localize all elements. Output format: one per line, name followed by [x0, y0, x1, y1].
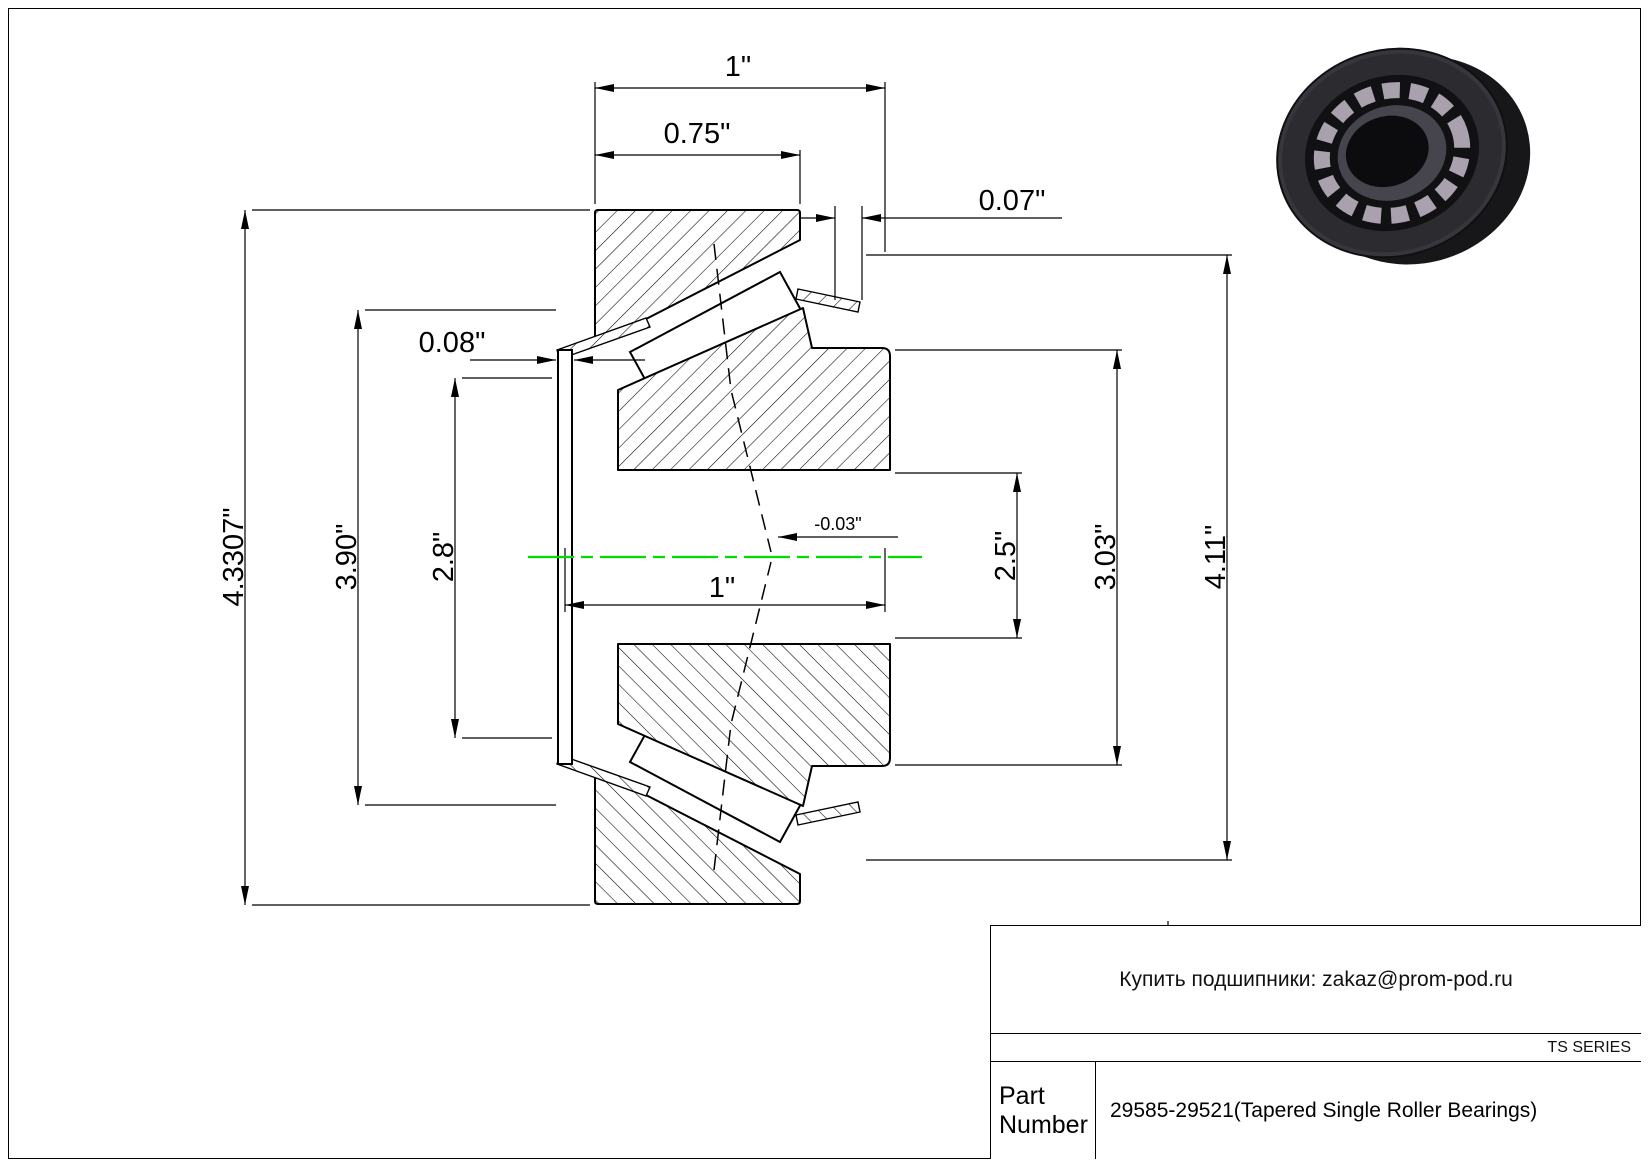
sheet-border: [8, 8, 1641, 1159]
dim-flange-diameter: 4.3307": [218, 508, 250, 607]
dim-390-diameter: 3.90": [331, 524, 363, 591]
dim-overall-width: 1": [725, 51, 751, 83]
dim-cup-diameter: 4.11": [1200, 525, 1232, 590]
dimension-labels: 1" 0.75" 0.07" 0.08" 4.3307" 3.90" 2.8" …: [218, 51, 1232, 607]
cage-strip: [795, 288, 861, 313]
dim-standout: 0.07": [979, 185, 1046, 217]
part-number-label: Part Number: [991, 1062, 1096, 1159]
section-top-half: [556, 209, 891, 553]
roller-axis-dashed: [713, 243, 772, 553]
dim-flange-thickness: 0.08": [419, 327, 486, 359]
part-number-row: Part Number 29585-29521(Tapered Single R…: [991, 1062, 1641, 1159]
dimension-lines: [241, 84, 1231, 905]
part-number-label-line1: Part: [999, 1081, 1045, 1110]
title-block: Купить подшипники: zakaz@prom-pod.ru TS …: [990, 925, 1641, 1159]
dim-cone-diameter: 3.03": [1090, 524, 1122, 591]
bearing-3d-render: [1276, 47, 1531, 265]
section-bottom-half: [556, 561, 891, 905]
extension-lines: [252, 82, 1232, 906]
dim-cup-width: 0.75": [664, 118, 731, 150]
cone-section: [617, 307, 891, 471]
contact-text: Купить подшипники: zakaz@prom-pod.ru: [991, 926, 1641, 1034]
dim-bore-diameter: 2.5": [990, 531, 1022, 582]
dim-apex-tolerance: -0.03": [814, 514, 861, 534]
dim-bore-length: 1": [709, 572, 735, 604]
bearing-rollers: [1313, 82, 1471, 224]
series-label: TS SERIES: [991, 1034, 1641, 1062]
dim-28-diameter: 2.8": [428, 532, 460, 583]
part-number-label-line2: Number: [999, 1110, 1088, 1139]
part-number-value: 29585-29521(Tapered Single Roller Bearin…: [1110, 1098, 1538, 1122]
